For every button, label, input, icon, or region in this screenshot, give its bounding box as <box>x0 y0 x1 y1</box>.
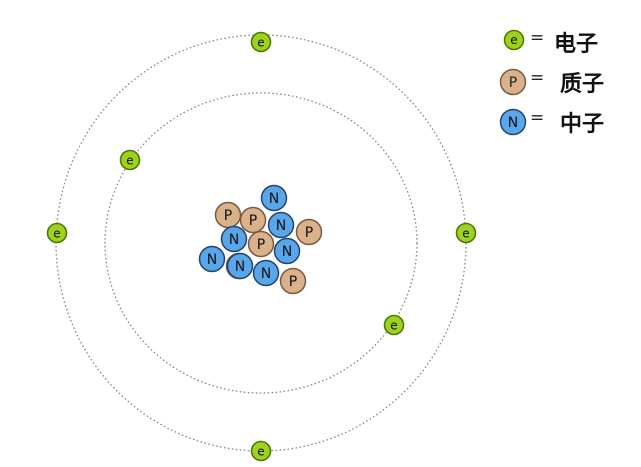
electron-2-label: e <box>126 154 133 168</box>
neutron-3 <box>260 184 288 212</box>
neutron-11 <box>252 259 280 287</box>
legend-proton: P = 质子 <box>496 66 636 106</box>
legend-electron-equals: = <box>530 28 545 48</box>
neutron-6-label: N <box>229 232 239 248</box>
electron-4 <box>455 222 477 244</box>
neutron-10-label: N <box>207 252 217 268</box>
proton-5 <box>295 218 323 246</box>
electron-6 <box>250 440 272 462</box>
legend-electron-label: 电子 <box>554 32 599 57</box>
nucleus: PPNNPNPNPNNPN <box>198 184 323 295</box>
proton-icon-symbol: P <box>509 75 517 91</box>
proton-2-label: P <box>249 213 257 229</box>
electron-3-label: e <box>53 227 60 241</box>
neutron-3-label: N <box>269 191 279 207</box>
neutron-8 <box>273 237 301 265</box>
neutron-icon-symbol: N <box>508 115 518 131</box>
neutron-6 <box>220 225 248 253</box>
proton-12-label: P <box>289 274 297 290</box>
electron-4-label: e <box>462 227 469 241</box>
proton-12 <box>279 267 307 295</box>
neutron-4 <box>267 211 295 239</box>
electron-1-label: e <box>257 36 264 50</box>
proton-2 <box>239 206 267 234</box>
proton-icon: P <box>499 68 527 96</box>
electron-3 <box>46 222 68 244</box>
electron-2 <box>119 149 141 171</box>
neutron-13-label: N <box>235 259 245 275</box>
proton-5-label: P <box>305 225 313 241</box>
legend-proton-equals: = <box>530 68 545 88</box>
neutron-4-label: N <box>276 218 286 234</box>
proton-7-label: P <box>257 237 265 253</box>
legend-neutron: N = 中子 <box>496 106 636 146</box>
electron-icon: e <box>503 29 525 51</box>
electron-5-label: e <box>390 319 397 333</box>
neutron-icon: N <box>499 108 527 136</box>
electron-6-label: e <box>257 445 264 459</box>
proton-7 <box>247 230 275 258</box>
electron-5 <box>383 314 405 336</box>
legend-neutron-equals: = <box>530 108 545 128</box>
legend-electron: e = 电子 <box>496 26 636 66</box>
legend: e = 电子 P = 质子 N = 中子 <box>496 26 636 146</box>
legend-proton-label: 质子 <box>560 72 605 97</box>
neutron-8-label: N <box>282 244 292 260</box>
orbit-1 <box>104 92 418 394</box>
neutron-11-label: N <box>261 266 271 282</box>
legend-neutron-label: 中子 <box>560 112 605 137</box>
electron-1 <box>250 31 272 53</box>
neutron-13 <box>226 252 254 280</box>
proton-1-label: P <box>224 208 232 224</box>
neutron-10 <box>198 245 226 273</box>
electrons: e e e e e e <box>46 31 477 462</box>
electron-icon-symbol: e <box>510 33 517 47</box>
